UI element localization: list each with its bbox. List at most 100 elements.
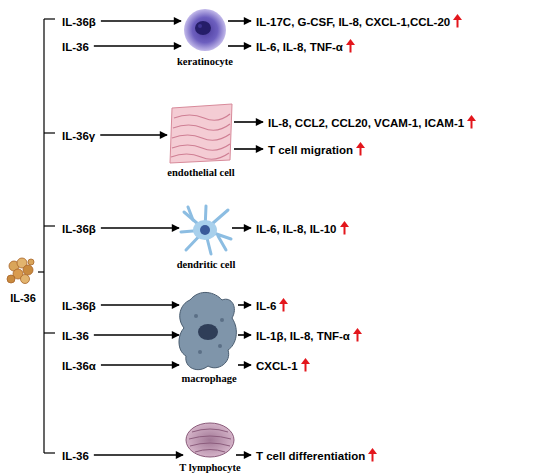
cytokine-icon: [7, 275, 15, 283]
cytokine-text: IL-8, CCL2, CCL20, VCAM-1, ICAM-1: [268, 117, 464, 129]
text-node: IL-36β: [62, 219, 96, 237]
macrophage-image: [218, 344, 222, 348]
endothelial-image: [174, 114, 230, 120]
cytokine-text: IL-36β: [62, 16, 96, 28]
arrow-connector: [232, 227, 251, 229]
increase-arrow: [340, 221, 349, 235]
increase-arrow-head: [346, 39, 355, 45]
cytokine-text: IL-6, IL-8, IL-10: [256, 223, 337, 235]
text-node: IL-6, IL-8, TNF-α: [256, 37, 355, 55]
bracket-line: [44, 225, 55, 226]
increase-arrow-head: [453, 14, 462, 20]
dendritic-image: [200, 225, 210, 235]
macrophage-image: [179, 292, 236, 369]
cytokine-icon: [23, 265, 33, 275]
t-lymphocyte-image: [186, 423, 234, 457]
arrow-connector: [94, 45, 181, 47]
arrow-connector: [228, 45, 251, 47]
endothelial-image: [172, 134, 230, 140]
cell-node: macrophage: [180, 288, 238, 385]
macrophage-image: [198, 350, 202, 354]
cytokine-text: IL-36β: [62, 223, 96, 235]
increase-arrow: [353, 328, 362, 342]
cell-node: keratinocyte: [182, 5, 228, 68]
cytokine-icon: [21, 275, 30, 284]
text-node: IL-36β: [62, 12, 96, 30]
arrow-connector: [101, 20, 181, 22]
cytokine-text: IL-36α: [62, 360, 96, 372]
endothelial-image: [173, 124, 230, 130]
text-node: IL-17C, G-CSF, IL-8, CXCL-1,CCL-20: [256, 12, 462, 30]
keratinocyte-image: [198, 24, 202, 28]
increase-arrow-head: [467, 115, 476, 121]
increase-arrow: [346, 39, 355, 53]
cytokine-text: IL-36: [62, 330, 89, 342]
increase-arrow-head: [356, 142, 365, 148]
arrow-connector: [238, 364, 251, 366]
bracket-line: [38, 271, 44, 272]
cytokine-text: T cell migration: [268, 144, 353, 156]
keratinocyte-image: [195, 21, 211, 35]
t-lymphocyte-image: [190, 443, 230, 446]
cytokine-icon: [7, 258, 34, 284]
dendritic-image: [181, 206, 231, 254]
arrow-connector: [234, 148, 263, 150]
cytokine-text: T cell differentiation: [256, 450, 365, 462]
cytokine-text: IL-6, IL-8, TNF-α: [256, 41, 343, 53]
cell-label: endothelial cell: [144, 167, 258, 179]
text-node: T cell differentiation: [256, 446, 377, 464]
cytokine-text: IL-36: [62, 450, 89, 462]
arrow-connector: [101, 364, 179, 366]
increase-arrow: [279, 298, 288, 312]
endothelial-image: [171, 114, 230, 159]
endothelial-image: [170, 104, 232, 163]
increase-arrow: [453, 14, 462, 28]
cytokine-text: IL-36γ: [62, 130, 95, 142]
arrow-connector: [100, 134, 167, 136]
endothelial-image: [170, 104, 232, 163]
dendritic-image: [218, 236, 226, 250]
cytokine-text: IL-36: [62, 41, 89, 53]
text-node: IL-36α: [62, 356, 96, 374]
macrophage-image: [194, 314, 198, 318]
arrow-connector: [238, 304, 251, 306]
text-node: T cell migration: [268, 140, 365, 158]
bracket-line: [44, 132, 55, 133]
arrow-connector: [101, 227, 179, 229]
increase-arrow: [467, 115, 476, 129]
arrow-connector: [94, 454, 183, 456]
endothelial-image: [172, 144, 230, 150]
arrow-connector: [94, 334, 179, 336]
keratinocyte-image: [184, 9, 226, 51]
increase-arrow-head: [353, 328, 362, 334]
dendritic-image: [181, 206, 231, 254]
keratinocyte-image: [184, 9, 226, 51]
t-lymphocyte-image: [186, 423, 234, 457]
increase-arrow-head: [279, 298, 288, 304]
cell-node: T lymphocyte: [184, 418, 236, 474]
text-node: IL-36: [62, 37, 89, 55]
cell-label: T lymphocyte: [160, 462, 260, 474]
macrophage-image: [220, 318, 224, 322]
text-node: IL-1β, IL-8, TNF-α: [256, 326, 362, 344]
arrow-connector: [238, 334, 251, 336]
endothelial-image: [171, 153, 229, 159]
cell-node: endothelial cell: [168, 103, 234, 179]
cytokine-icon: [28, 259, 34, 265]
text-node: IL-36β: [62, 296, 96, 314]
cytokine-text: IL-1β, IL-8, TNF-α: [256, 330, 350, 342]
arrow-connector: [236, 454, 251, 456]
t-lymphocyte-image: [189, 436, 231, 439]
increase-arrow-head: [340, 221, 349, 227]
cell-label: IL-36: [0, 292, 67, 304]
text-node: IL-6: [256, 296, 288, 314]
text-node: CXCL-1: [256, 356, 310, 374]
macrophage-image: [179, 292, 236, 369]
cytokine-text: IL-36β: [62, 300, 96, 312]
arrow-connector: [228, 20, 251, 22]
text-node: IL-6, IL-8, IL-10: [256, 219, 349, 237]
